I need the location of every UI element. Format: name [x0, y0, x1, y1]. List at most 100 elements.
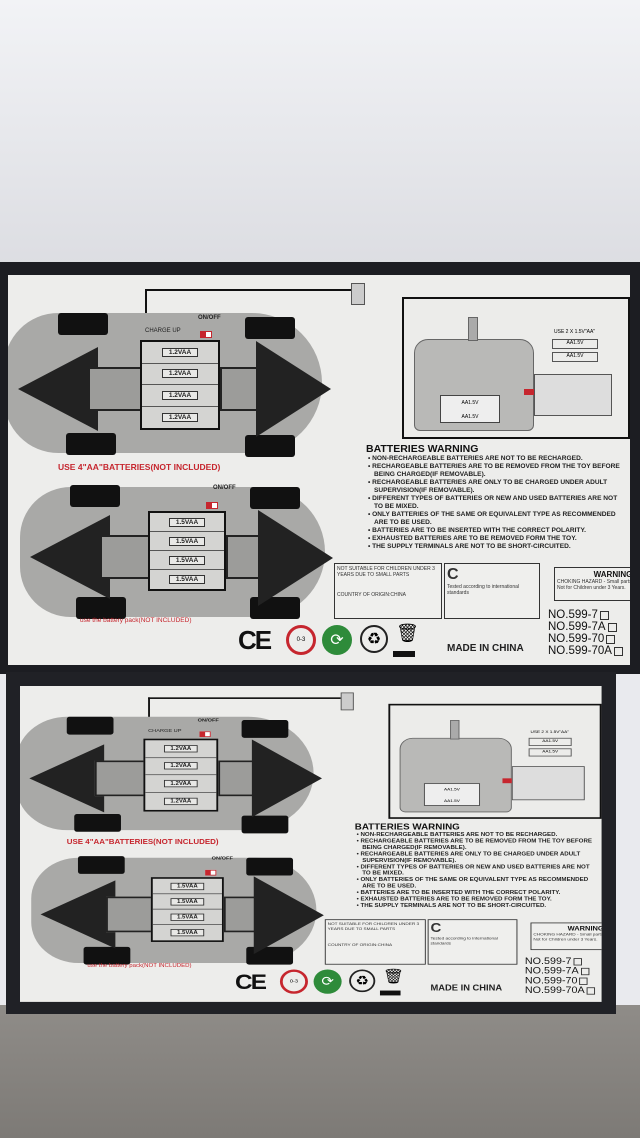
warning-item: • NON-RECHARGEABLE BATTERIES ARE NOT TO …: [368, 455, 583, 462]
power-switch-icon: [205, 869, 217, 876]
battery-label: 1.5VAA: [170, 897, 205, 906]
wheel: [241, 720, 289, 738]
standards-text: Tested according to international standa…: [447, 584, 519, 596]
battery-label: 1.5VAA: [170, 913, 205, 921]
remote-cell: AA1.5V: [461, 400, 479, 406]
remote-instruction: USE 2 X 1.5V"AA": [530, 729, 569, 735]
battery-cell: 1.5VAA: [153, 925, 222, 940]
battery-label: 1.5VAA: [170, 882, 205, 890]
warning-item: • ONLY BATTERIES OF THE SAME OR EQUIVALE…: [356, 877, 589, 890]
crescent-logo-icon: C: [430, 921, 442, 936]
battery-cell: 1.2VAA: [142, 385, 218, 407]
arrow-shaft: [94, 760, 147, 797]
warning-item: • RECHARGEABLE BATTERIES ARE TO BE REMOV…: [368, 463, 620, 478]
model-checkbox: NO.599-70A: [525, 986, 595, 995]
warning-item: • DIFFERENT TYPES OF BATTERIES OR NEW AN…: [368, 495, 618, 510]
wheel: [245, 435, 295, 457]
switch-label: ON/OFF: [213, 485, 236, 491]
warning-item: • ONLY BATTERIES OF THE SAME OR EQUIVALE…: [368, 511, 616, 526]
remote-cell: AA1.5V: [444, 798, 460, 804]
arrow-right-icon: [253, 876, 324, 955]
weee-bar: [379, 990, 401, 996]
warning-item: • NON-RECHARGEABLE BATTERIES ARE NOT TO …: [356, 831, 558, 838]
arrow-left-icon: [40, 880, 116, 949]
choking-text: CHOKING HAZARD - Small parts. Not for Ch…: [533, 932, 602, 942]
battery-label: 1.5VAA: [170, 929, 205, 937]
arrow-icon: [502, 778, 512, 784]
wheel: [250, 487, 300, 509]
battery-label: 1.2VAA: [163, 797, 198, 805]
battery-label: 1.2VAA: [161, 390, 199, 400]
recycle-icon: ♻: [360, 625, 388, 653]
charge-up-label: CHARGE UP: [148, 728, 182, 734]
model-checkbox: NO.599-70: [525, 976, 595, 986]
arrow-right-icon: [256, 341, 331, 437]
warning-title: BATTERIES WARNING: [366, 443, 479, 455]
country-text: COUNTRY OF ORIGIN:CHINA: [337, 592, 406, 598]
battery-cell: 1.5VAA: [152, 910, 222, 925]
arrow-icon: [524, 389, 534, 395]
model-list: NO.599-7 NO.599-7A NO.599-70 NO.599-70A: [548, 609, 623, 657]
battery-label: 1.2VAA: [163, 744, 198, 753]
green-dot-recycle-icon: ⟳: [322, 625, 352, 655]
model-checkbox: NO.599-70: [548, 633, 623, 645]
spare-cell: AA1.5V: [528, 737, 572, 746]
charger-plug-icon: [340, 692, 354, 711]
battery-label: 1.2VAA: [163, 762, 198, 770]
age-warning-text: NOT SUITABLE FOR CHILDREN UNDER 3 YEARS …: [327, 921, 420, 932]
battery-note: USE 4"AA"BATTERIES(NOT INCLUDED): [66, 837, 219, 846]
model-checkbox: NO.599-70A: [548, 645, 623, 657]
wheel: [66, 716, 114, 735]
battery-cell: 1.2VAA: [145, 758, 217, 776]
warning-item: • THE SUPPLY TERMINALS ARE NOT TO BE SHO…: [368, 543, 571, 550]
warning-item: • RECHARGEABLE BATTERIES ARE ONLY TO BE …: [368, 479, 608, 494]
battery-cover-icon: [534, 374, 612, 416]
weee-bin-icon: 🗑: [382, 967, 405, 985]
battery-pack-note: use the battery pack(NOT INCLUDED): [87, 963, 192, 969]
ce-mark-icon: CE: [238, 625, 272, 655]
spare-cell: AA1.5V: [528, 748, 572, 757]
warning-item: • RECHARGEABLE BATTERIES ARE TO BE REMOV…: [356, 838, 593, 851]
spare-cell: AA1.5V: [552, 352, 598, 362]
charger-plug-icon: [351, 283, 365, 305]
battery-cell: 1.2VAA: [145, 740, 217, 758]
warning-title: BATTERIES WARNING: [354, 822, 460, 832]
wheel: [241, 815, 289, 834]
spare-cell: AA1.5V: [552, 339, 598, 349]
warning-item: • EXHAUSTED BATTERIES ARE TO BE REMOVED …: [368, 535, 577, 542]
choking-text: CHOKING HAZARD - Small parts. Not for Ch…: [557, 579, 630, 591]
wheel: [76, 597, 126, 619]
battery-cell: 1.2VAA: [145, 793, 216, 810]
age-warning-text: NOT SUITABLE FOR CHILDREN UNDER 3 YEARS …: [337, 566, 435, 578]
model-list: NO.599-7 NO.599-7A NO.599-70 NO.599-70A: [525, 957, 595, 995]
arrow-left-icon: [29, 744, 105, 813]
wheel: [245, 317, 295, 339]
ce-mark-icon: CE: [235, 969, 267, 994]
age-restriction-icon: 0-3: [286, 625, 316, 655]
battery-label: 1.2VAA: [161, 347, 199, 357]
battery-cell: 1.5VAA: [150, 532, 224, 551]
age-warning-sticker: NOT SUITABLE FOR CHILDREN UNDER 3 YEARS …: [324, 919, 426, 965]
choking-title: WARNING:: [567, 924, 602, 933]
antenna-icon: [468, 317, 478, 341]
remote-battery-diagram: AA1.5V AA1.5V USE 2 X 1.5V"AA" AA1.5V AA…: [388, 703, 602, 819]
charge-wire: [148, 697, 345, 733]
battery-cover-icon: [511, 766, 585, 801]
battery-label: 1.2VAA: [161, 412, 199, 422]
arrow-shaft: [100, 535, 150, 579]
batteries-warning: BATTERIES WARNING • NON-RECHARGEABLE BAT…: [355, 822, 600, 909]
charge-wire: [145, 289, 355, 333]
crescent-logo-icon: C: [447, 566, 459, 583]
remote-cell: AA1.5V: [444, 787, 460, 793]
recycle-icon: ♻: [349, 969, 376, 993]
battery-cell: 1.2VAA: [145, 775, 217, 793]
green-dot-recycle-icon: ⟳: [313, 969, 342, 994]
battery-cell: 1.5VAA: [152, 879, 222, 895]
battery-label: 1.5VAA: [168, 575, 206, 584]
wall-background: [0, 0, 640, 268]
batteries-warning: BATTERIES WARNING • NON-RECHARGEABLE BAT…: [366, 443, 628, 551]
standards-sticker: C Tested according to international stan…: [444, 563, 540, 619]
power-switch-icon: [206, 502, 218, 509]
choking-title: WARNING:: [593, 570, 630, 579]
wheel: [70, 485, 120, 507]
